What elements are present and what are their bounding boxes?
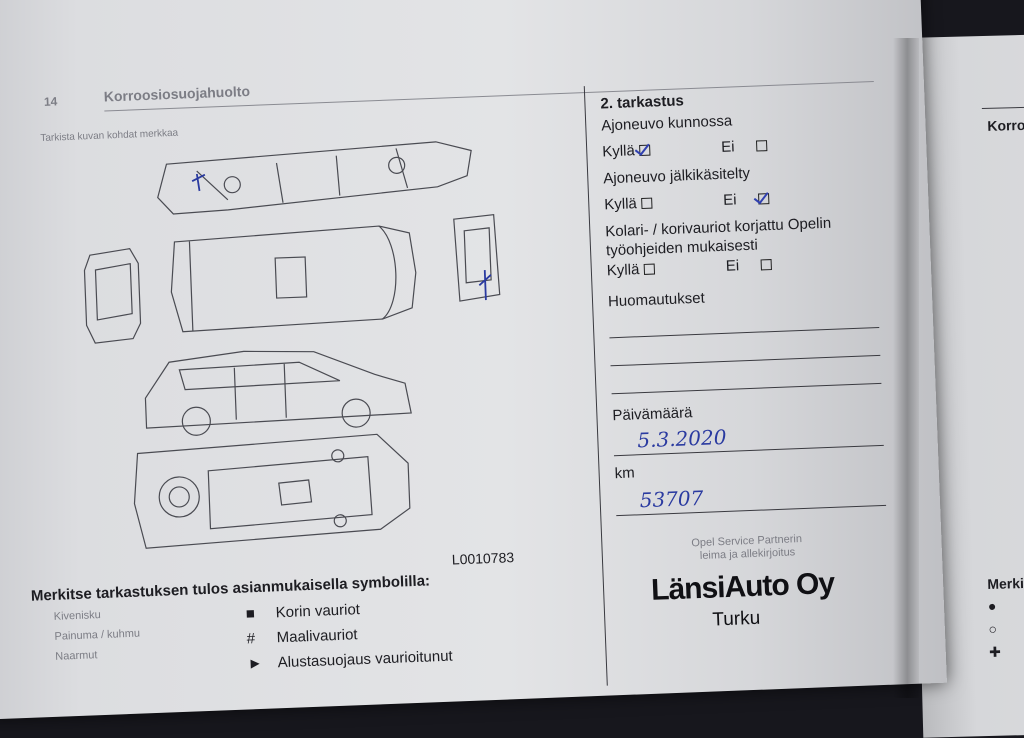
- legend-left-item-3: Naarmut: [55, 649, 98, 663]
- right-page-legend-heading: Merkit: [987, 574, 1024, 593]
- q1-label: Ajoneuvo kunnossa: [600, 112, 733, 135]
- manual-page: 14 Korroosiosuojahuolto Tarkista kuvan k…: [0, 0, 947, 719]
- km-value[interactable]: 53707: [639, 485, 704, 513]
- partner-line-2: leima ja allekirjoitus: [699, 546, 796, 563]
- legend-symbol-hash: #: [246, 630, 256, 648]
- section-title: Korroosiosuojahuolto: [103, 82, 251, 105]
- legend-left-item-1: Kivenisku: [53, 609, 102, 623]
- remarks-line-1[interactable]: [609, 326, 880, 339]
- q3-label-line1: Kolari- / korivauriot korjattu Opelin: [605, 214, 832, 241]
- q1-no: Ei: [721, 137, 768, 156]
- car-inspection-diagram: [83, 141, 501, 549]
- q2-no-checkbox[interactable]: [758, 192, 770, 205]
- legend-body-damage: Korin vauriot: [275, 601, 361, 622]
- legend-symbol-arrow: ►: [247, 654, 263, 673]
- photo-scene: Korroo Merkit ● ○ ✚ 14 Korroosiosuojahuo…: [0, 0, 1024, 683]
- book-gutter: [893, 38, 919, 698]
- right-legend-symbol-3: ✚: [988, 643, 1002, 661]
- q3-label-line2: työohjeiden mukaisesti: [605, 236, 759, 260]
- date-value[interactable]: 5.3.2020: [636, 424, 727, 453]
- legend-paint-damage: Maalivauriot: [276, 626, 358, 647]
- diagram-code: L0010783: [451, 549, 515, 568]
- stamp-name: LänsiAuto Oy: [650, 566, 835, 607]
- right-legend-symbol-1: ●: [987, 597, 997, 615]
- q2-yes: Kyllä: [604, 195, 653, 213]
- legend-symbol-square: ■: [245, 605, 256, 623]
- q3-yes-checkbox[interactable]: [643, 263, 655, 275]
- q3-yes: Kyllä: [607, 261, 655, 279]
- legend-underbody-damage: Alustasuojaus vaurioitunut: [277, 647, 453, 672]
- q1-yes-checkbox[interactable]: [638, 144, 650, 156]
- right-page-header: Korroo: [987, 116, 1024, 134]
- q2-label: Ajoneuvo jälkikäsitelty: [603, 164, 751, 188]
- remarks-label: Huomautukset: [607, 289, 706, 311]
- date-label: Päivämäärä: [612, 404, 693, 425]
- q3-no-checkbox[interactable]: [760, 258, 773, 270]
- remarks-line-2[interactable]: [610, 354, 881, 367]
- legend-heading: Merkitse tarkastuksen tulos asianmukaise…: [30, 572, 431, 605]
- right-legend-symbol-2: ○: [988, 620, 998, 638]
- page-number: 14: [43, 94, 58, 109]
- q2-yes-checkbox[interactable]: [640, 197, 653, 209]
- q3-no: Ei: [725, 256, 773, 275]
- q1-yes: Kyllä: [602, 142, 650, 160]
- q2-no: Ei: [723, 190, 770, 209]
- remarks-line-3[interactable]: [611, 382, 882, 395]
- form-title: 2. tarkastus: [600, 92, 685, 113]
- stamp-city: Turku: [711, 607, 761, 631]
- legend-left-item-2: Painuma / kuhmu: [54, 627, 141, 643]
- km-label: km: [614, 464, 635, 483]
- q1-no-checkbox[interactable]: [756, 139, 768, 152]
